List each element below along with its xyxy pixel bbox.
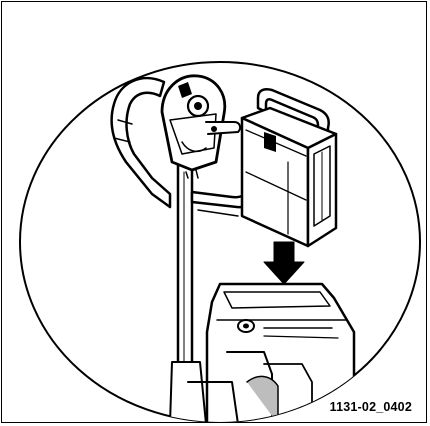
battery-dock <box>205 282 356 422</box>
battery-pack <box>240 88 338 248</box>
control-head <box>160 74 242 179</box>
figure-code: 1131-02_0402 <box>329 400 412 414</box>
down-arrow-icon <box>263 241 305 285</box>
